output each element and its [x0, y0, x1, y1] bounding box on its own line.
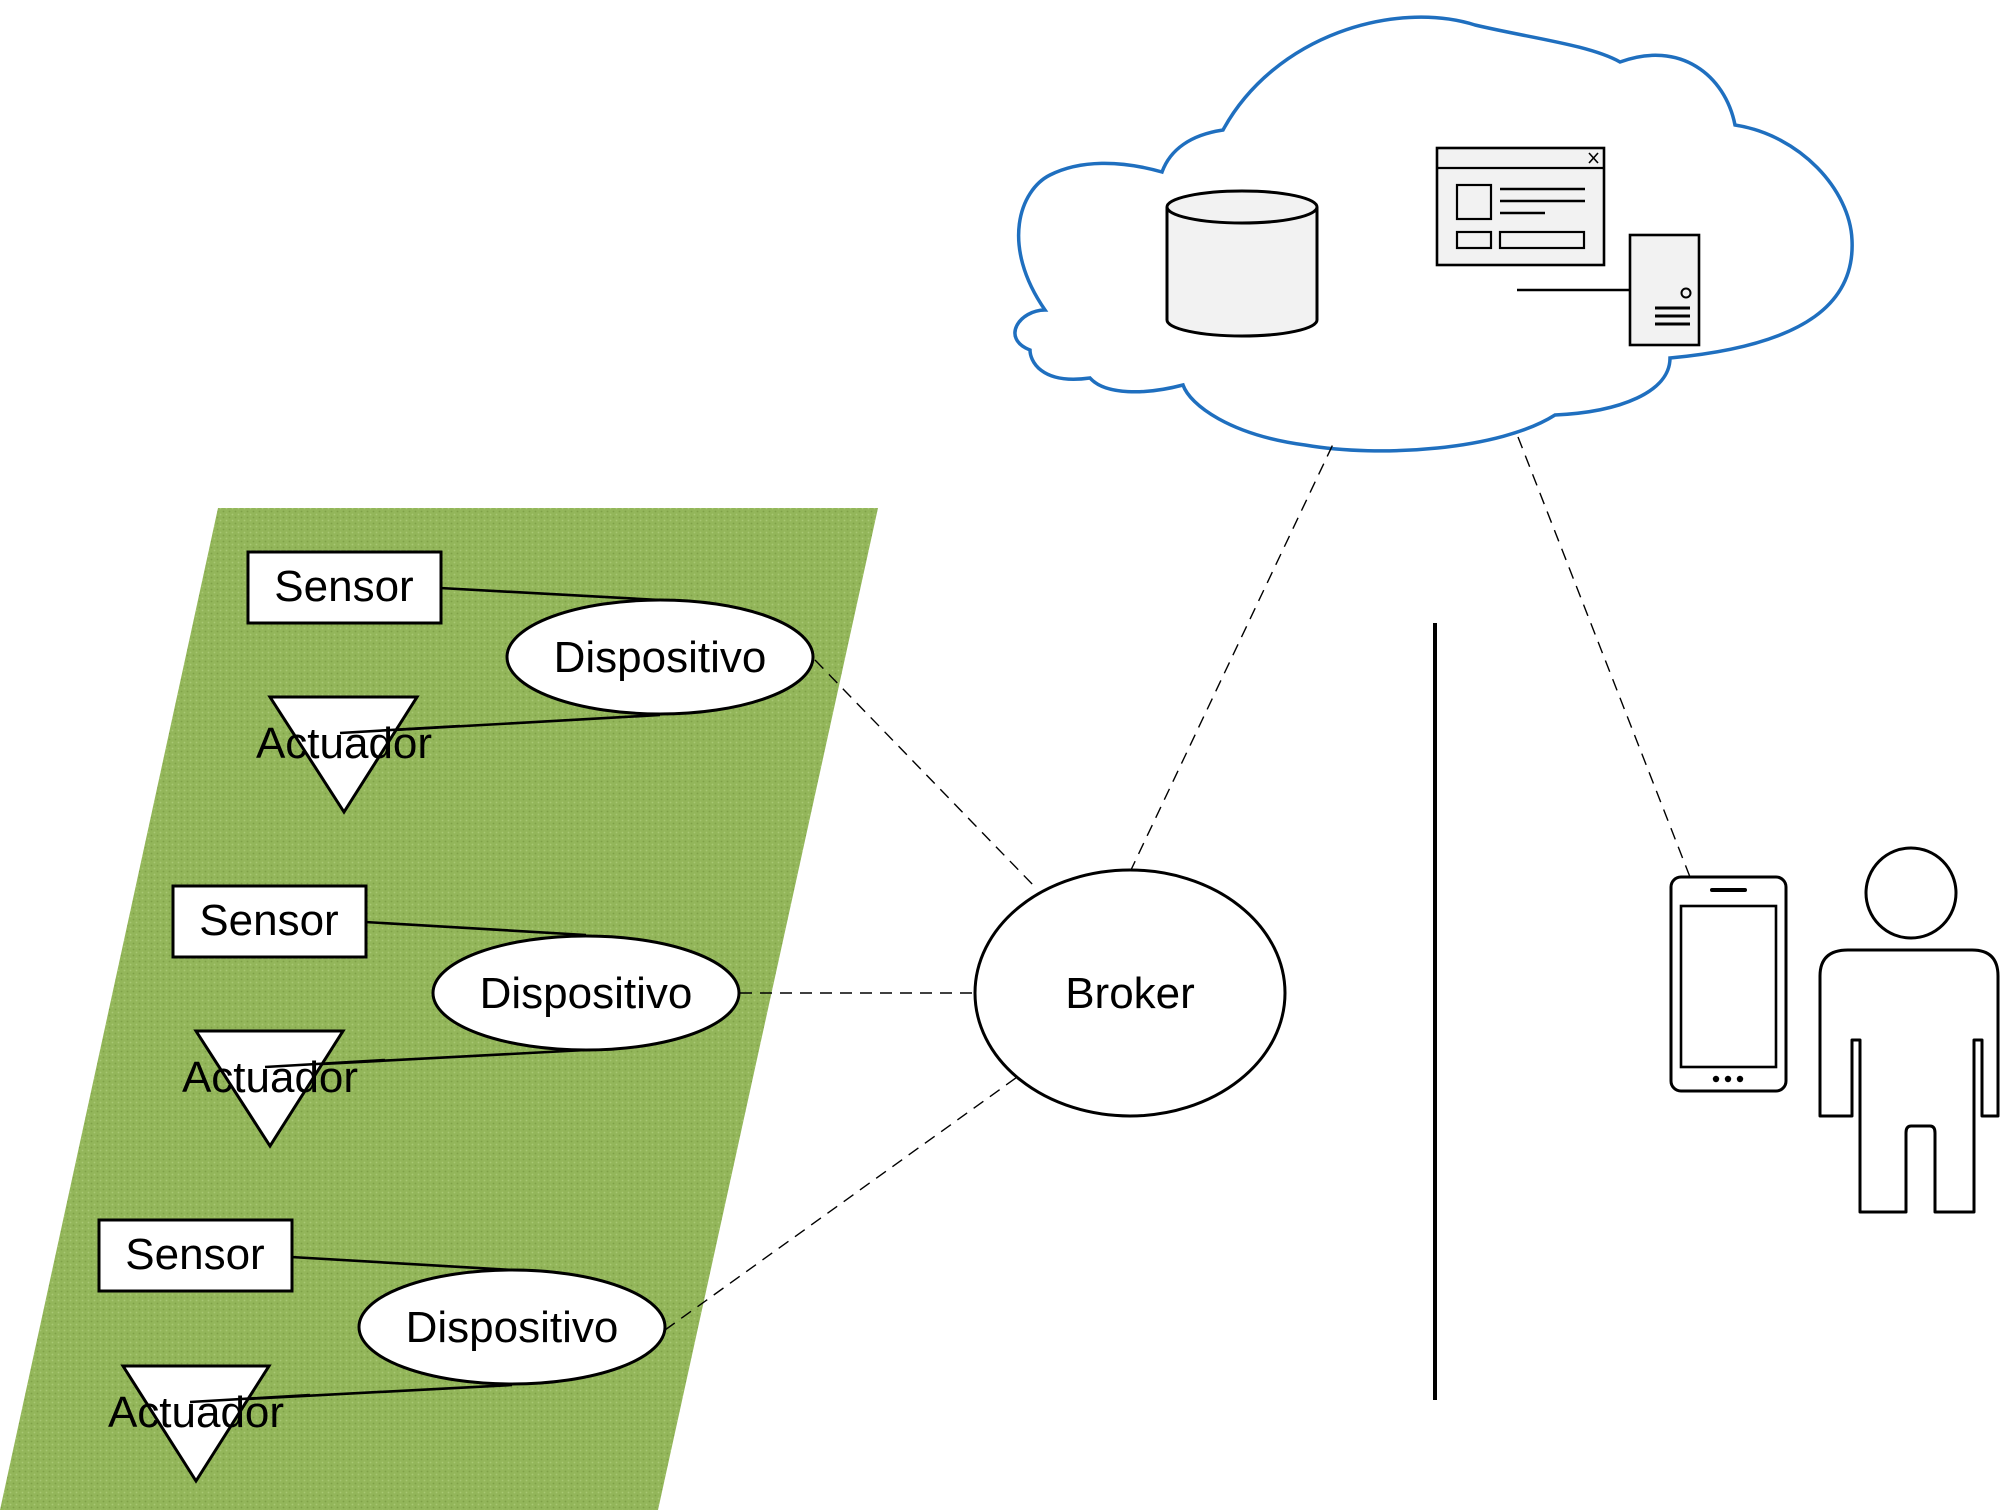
- device-node: [505, 598, 815, 716]
- device-group-1: Sensor Dispositivo Actuador: [246, 550, 815, 815]
- cloud-shape: [1013, 15, 1854, 453]
- database-icon: [1165, 189, 1319, 338]
- link-device3-broker: [664, 1074, 1021, 1331]
- device-group-3: Sensor Dispositivo Actuador: [97, 1218, 667, 1484]
- sensor-box: [171, 884, 368, 959]
- actuator-label: Actuador: [182, 1053, 358, 1102]
- sensor-label: Sensor: [125, 1230, 264, 1279]
- device-label: Dispositivo: [480, 969, 693, 1018]
- actuator-triangle: [120, 1364, 272, 1484]
- device-node: [431, 934, 741, 1052]
- smartphone-icon: [1669, 875, 1788, 1093]
- sensor-box: [97, 1218, 294, 1293]
- web-application-icon: [1435, 146, 1606, 267]
- link-device1-broker: [814, 659, 1036, 888]
- device-label: Dispositivo: [406, 1303, 619, 1352]
- broker-label: Broker: [1065, 969, 1195, 1018]
- device-group-2: Sensor Dispositivo Actuador: [171, 884, 741, 1149]
- actuator-label: Actuador: [256, 719, 432, 768]
- device-label: Dispositivo: [554, 633, 767, 682]
- actuator-triangle: [193, 1029, 346, 1149]
- broker-node: Broker: [973, 868, 1287, 1118]
- sensor-label: Sensor: [199, 896, 338, 945]
- device-node: [357, 1268, 667, 1386]
- sensor-box: [246, 550, 443, 625]
- link-broker-cloud: [1129, 439, 1336, 873]
- sensor-label: Sensor: [274, 562, 413, 611]
- server-icon: [1517, 233, 1701, 347]
- link-cloud-phone: [1517, 436, 1691, 878]
- actuator-triangle: [267, 695, 420, 815]
- actuator-label: Actuador: [108, 1388, 284, 1437]
- person-icon: [1818, 846, 2000, 1214]
